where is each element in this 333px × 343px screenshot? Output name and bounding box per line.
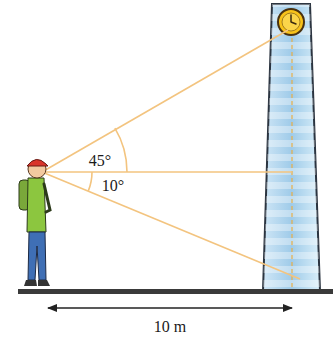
- tower-bands: [263, 4, 320, 291]
- dimension-label: 10 m: [154, 319, 186, 335]
- angle-label: 10°: [102, 178, 124, 194]
- sight-lines: [42, 30, 300, 279]
- clock-hands: [291, 15, 296, 24]
- dimension-arrow: [48, 307, 292, 308]
- person: [19, 159, 50, 286]
- tower: [263, 4, 320, 291]
- angle-arc-top: [115, 128, 127, 172]
- sight-line-level: [42, 171, 292, 173]
- clock: [278, 9, 304, 35]
- sight-line-top: [42, 30, 288, 172]
- center-line: [291, 38, 292, 290]
- clock-face: [282, 13, 300, 31]
- sight-line-base: [42, 172, 300, 279]
- angle-label: 45°: [89, 153, 111, 169]
- ground: [18, 289, 333, 294]
- angle-arc-base: [88, 172, 92, 191]
